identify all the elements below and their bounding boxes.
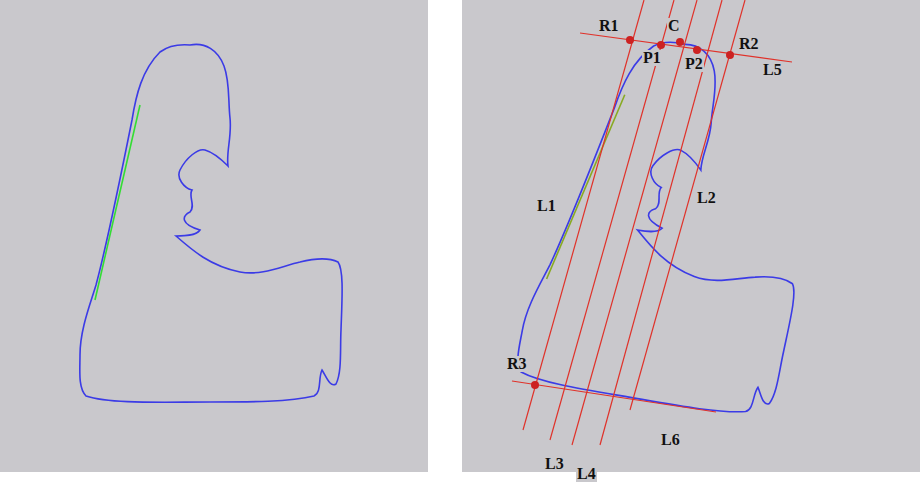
- point-label: L5: [762, 62, 783, 78]
- point-label: L1: [536, 198, 557, 214]
- point-label: L3: [544, 456, 565, 472]
- rotated-contour: [514, 25, 835, 423]
- contour: [80, 44, 342, 402]
- point-label: P2: [684, 56, 704, 72]
- point-label: L6: [660, 432, 681, 448]
- edge-segment: [95, 105, 140, 300]
- red-lines: [512, 0, 792, 445]
- left-panel: [0, 0, 428, 472]
- point-label: P1: [642, 50, 662, 66]
- points: [531, 36, 734, 389]
- point-label: L4: [576, 466, 597, 482]
- point-label: C: [667, 18, 681, 34]
- point-label: L2: [696, 190, 717, 206]
- point-label: R1: [598, 18, 620, 34]
- point-label: R2: [738, 36, 760, 52]
- right-panel: [462, 0, 920, 472]
- edge-segment: [547, 87, 625, 287]
- point-label: R3: [506, 356, 528, 372]
